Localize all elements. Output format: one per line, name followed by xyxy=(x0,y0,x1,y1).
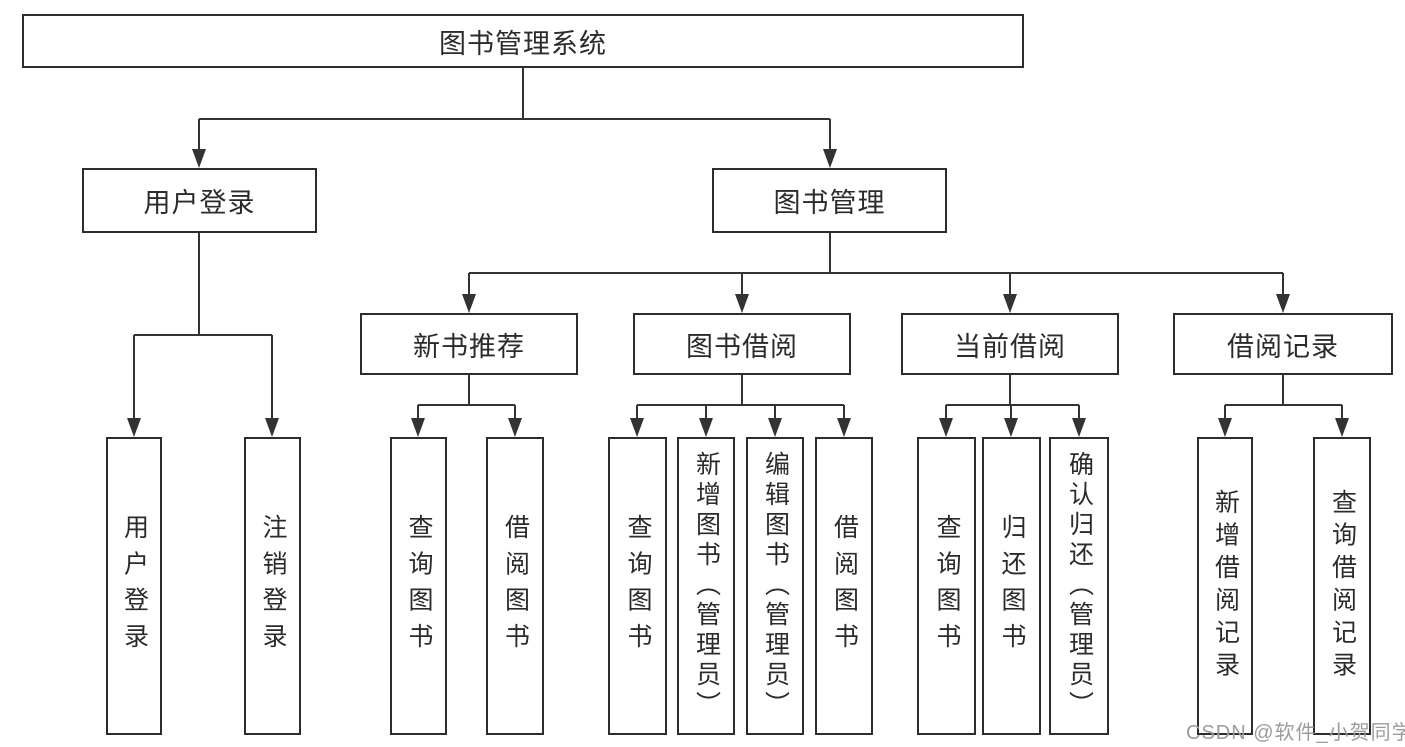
arrow-icon xyxy=(699,418,713,437)
leaf-user-login: 用户登录 xyxy=(106,437,162,735)
leaf-label: 查询图书 xyxy=(624,513,652,659)
leaf-label: 归还图书 xyxy=(998,513,1026,659)
arrow-icon xyxy=(630,418,644,437)
leaf-logout: 注销登录 xyxy=(244,437,301,735)
arrow-icon xyxy=(127,418,141,437)
leaf-label: 借阅图书 xyxy=(830,513,859,659)
connector-lines xyxy=(133,68,1343,430)
leaf-borrow-books-borrow: 借阅图书 xyxy=(815,437,873,735)
arrow-icon xyxy=(1072,418,1086,437)
arrow-icon xyxy=(1276,294,1290,313)
node-borrowing-records: 借阅记录 xyxy=(1173,313,1393,375)
leaf-add-borrow-record: 新增借阅记录 xyxy=(1197,437,1253,735)
leaf-label: 新增借阅记录 xyxy=(1211,488,1240,684)
leaf-add-book-admin: 新增图书（管理员） xyxy=(677,437,735,735)
leaf-edit-book-admin: 编辑图书（管理员） xyxy=(746,437,804,735)
leaf-query-books-borrow: 查询图书 xyxy=(608,437,667,735)
leaf-label: 注销登录 xyxy=(259,513,287,659)
node-label: 图书管理 xyxy=(773,188,886,218)
leaf-query-books-recommend: 查询图书 xyxy=(390,437,447,735)
arrow-icon xyxy=(768,418,782,437)
arrow-icon xyxy=(939,418,953,437)
arrow-icon xyxy=(1004,418,1018,437)
arrow-icon xyxy=(823,149,837,168)
connector xyxy=(468,233,1284,306)
node-user-login: 用户登录 xyxy=(82,168,317,233)
leaf-query-books-current: 查询图书 xyxy=(917,437,976,735)
arrow-icon xyxy=(1003,294,1017,313)
node-label: 用户登录 xyxy=(143,188,256,218)
leaf-label: 借阅图书 xyxy=(501,513,530,659)
connector xyxy=(417,375,516,430)
arrow-icon xyxy=(192,149,206,168)
node-label: 新书推荐 xyxy=(413,331,525,362)
node-new-book-recommend: 新书推荐 xyxy=(360,313,578,375)
arrow-icon xyxy=(411,418,425,437)
arrow-icon xyxy=(508,418,522,437)
connector xyxy=(636,375,845,430)
node-label: 图书借阅 xyxy=(686,331,798,362)
connector-arrowheads xyxy=(127,149,1349,437)
arrow-icon xyxy=(837,418,851,437)
connector xyxy=(1224,375,1343,430)
connector xyxy=(198,68,831,160)
leaf-borrow-books-recommend: 借阅图书 xyxy=(486,437,544,735)
arrow-icon xyxy=(265,418,279,437)
leaf-query-borrow-record: 查询借阅记录 xyxy=(1313,437,1371,735)
leaf-label: 查询图书 xyxy=(933,513,961,659)
node-label: 当前借阅 xyxy=(954,331,1066,362)
arrow-icon xyxy=(735,294,749,313)
leaf-label: 新增图书（管理员） xyxy=(692,451,721,721)
leaf-label: 查询借阅记录 xyxy=(1328,488,1357,684)
leaf-return-books: 归还图书 xyxy=(982,437,1041,735)
arrow-icon xyxy=(462,294,476,313)
watermark: CSDN @软件_小贺同学 xyxy=(1186,722,1405,744)
node-book-borrowing: 图书借阅 xyxy=(633,313,851,375)
connector xyxy=(945,375,1080,430)
node-label: 图书管理系统 xyxy=(439,28,607,59)
node-current-borrowing: 当前借阅 xyxy=(901,313,1119,375)
leaf-label: 用户登录 xyxy=(120,513,149,659)
leaf-label: 查询图书 xyxy=(405,513,433,659)
arrow-icon xyxy=(1218,418,1232,437)
node-book-management: 图书管理 xyxy=(712,168,947,233)
leaf-confirm-return-admin: 确认归还（管理员） xyxy=(1049,437,1109,735)
node-book-management-system: 图书管理系统 xyxy=(22,14,1024,68)
leaf-label: 编辑图书（管理员） xyxy=(761,451,790,721)
node-label: 借阅记录 xyxy=(1227,331,1339,362)
connector xyxy=(133,233,273,430)
leaf-label: 确认归还（管理员） xyxy=(1065,451,1094,721)
arrow-icon xyxy=(1335,418,1349,437)
